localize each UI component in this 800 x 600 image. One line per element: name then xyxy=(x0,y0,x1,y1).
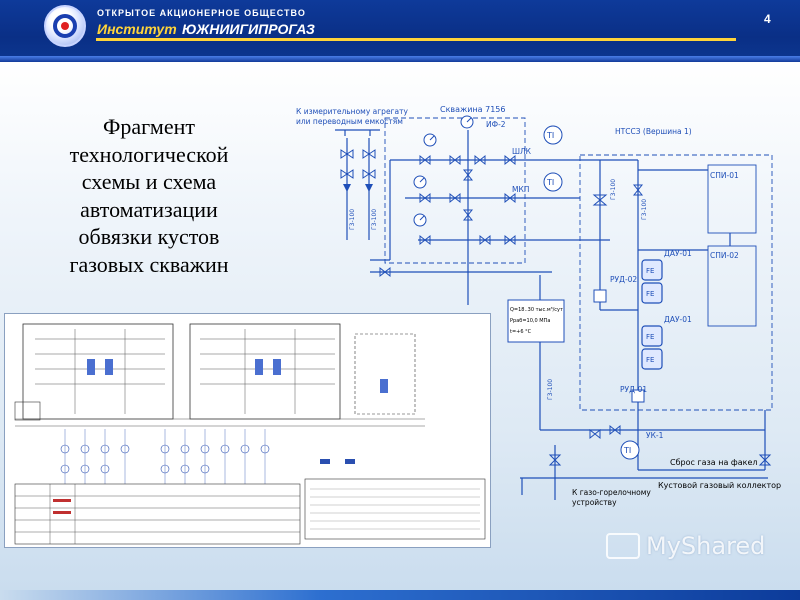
presentation-icon xyxy=(606,533,640,559)
day-1-label: ДАУ-01 xyxy=(664,249,692,258)
ti-2-label: TI xyxy=(546,178,554,187)
pipe-label: Г3-100 xyxy=(349,209,356,230)
uk-label: УК-1 xyxy=(646,431,664,440)
mkp-label: МКП xyxy=(512,185,529,194)
title-line: газовых скважин xyxy=(69,251,229,277)
rud-1-label: РУД-02 xyxy=(610,275,637,284)
company-name: ЮЖНИИГИПРОГАЗ xyxy=(182,21,315,37)
title-line: обвязки кустов xyxy=(78,224,220,249)
slide-title: Фрагмент технологической схемы и схема а… xyxy=(40,113,258,278)
overview-drawing xyxy=(14,323,486,545)
spi-1-label: СПИ-01 xyxy=(710,171,739,180)
day-2-label: ДАУ-01 xyxy=(664,315,692,324)
header-underline xyxy=(96,38,736,41)
flare-label: Сброс газа на факел xyxy=(670,458,758,467)
title-line: автоматизации xyxy=(80,196,218,222)
institute-label: Институт xyxy=(97,21,177,37)
ntss-label: НТССЗ (Вершина 1) xyxy=(615,127,692,136)
unit-label-2: устройству xyxy=(572,498,617,507)
top-note-line-1: К измерительному агрегату xyxy=(296,107,408,116)
watermark-text: MyShared xyxy=(646,532,766,560)
param-line-2: Pраб=10,0 МПа xyxy=(510,318,550,324)
pipe-label: Г3-100 xyxy=(547,379,554,400)
pipe-label: Г3-100 xyxy=(371,209,378,230)
title-line: схемы и схема xyxy=(81,169,217,194)
footer-bar xyxy=(0,590,800,600)
top-note-line-2: или переводным емкостям xyxy=(296,117,403,126)
pipe-label: Г3-100 xyxy=(641,199,648,220)
fe-4-label: FE xyxy=(646,356,654,364)
fe-2-label: FE xyxy=(646,290,654,298)
watermark: MyShared xyxy=(606,532,765,560)
param-line-1: Q=18..30 тыс.м³/сут xyxy=(510,307,563,313)
fe-1-label: FE xyxy=(646,267,654,275)
technological-scheme: К измерительному агрегату или переводным… xyxy=(296,105,781,507)
title-line: Фрагмент xyxy=(103,114,195,139)
spi-2-label: СПИ-02 xyxy=(710,251,739,260)
ti-3-label: TI xyxy=(623,446,631,455)
company-type: ОТКРЫТОЕ АКЦИОНЕРНОЕ ОБЩЕСТВО xyxy=(97,8,306,18)
overview-drawing-thumbnail xyxy=(4,313,491,548)
pipe-label: Г3-100 xyxy=(610,179,617,200)
page-number: 4 xyxy=(764,12,771,26)
title-line: технологической xyxy=(69,141,229,167)
gauge-label: ИФ-2 xyxy=(486,120,506,129)
collector-label: Кустовой газовый коллектор xyxy=(658,481,781,490)
company-logo xyxy=(44,5,86,47)
ti-1-label: TI xyxy=(546,131,554,140)
well-label: Скважина 7156 xyxy=(440,105,505,114)
header-band: ОТКРЫТОЕ АКЦИОНЕРНОЕ ОБЩЕСТВО Институт Ю… xyxy=(0,0,800,62)
param-line-3: t=+6 °С xyxy=(510,329,532,335)
ulk-label: ШЛК xyxy=(512,147,532,156)
unit-label-1: К газо-горелочному xyxy=(572,488,651,497)
fe-3-label: FE xyxy=(646,333,654,341)
rud-2-label: РУД-01 xyxy=(620,385,647,394)
